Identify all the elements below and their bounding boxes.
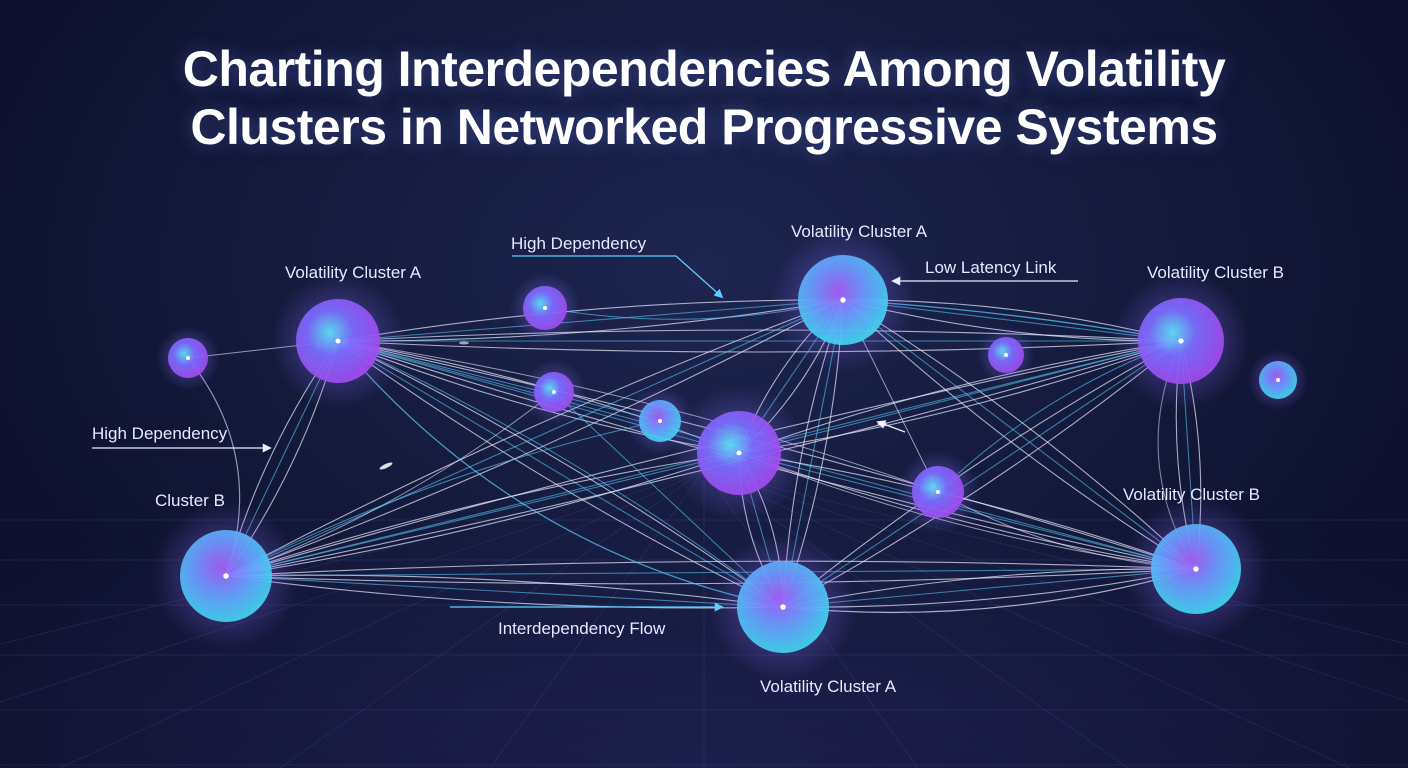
dependency-link (337, 329, 1182, 342)
label-volatility-cluster-a-left: Volatility Cluster A (285, 263, 422, 282)
dependency-link (337, 340, 1182, 353)
label-low-latency-link: Low Latency Link (925, 258, 1057, 277)
dependency-link (225, 299, 844, 577)
label-volatility-cluster-b-lower-right: Volatility Cluster B (1123, 485, 1260, 504)
label-interdependency-flow: Interdependency Flow (498, 619, 666, 638)
annotation-arrows (92, 255, 1078, 612)
dependency-link (225, 568, 1197, 577)
label-volatility-cluster-a-top: Volatility Cluster A (791, 222, 928, 241)
node-small-mid (626, 387, 694, 455)
dependency-link (225, 575, 784, 608)
arrow-high-dependency-top (512, 255, 724, 299)
dependency-link (337, 340, 784, 608)
sparkles (379, 341, 887, 470)
dependency-link (225, 568, 1197, 585)
dependency-link (225, 560, 1197, 577)
node-small-mid-left (522, 360, 586, 424)
title-line-2: Clusters in Networked Progressive System… (190, 99, 1218, 155)
label-high-dependency-top: High Dependency (511, 234, 647, 253)
dependency-link (225, 299, 844, 577)
dependency-link (337, 299, 844, 342)
node-small-far-right (1247, 349, 1309, 411)
label-cluster-b: Cluster B (155, 491, 225, 510)
diagram-labels: Volatility Cluster A High Dependency Vol… (92, 222, 1284, 696)
node-center (671, 385, 807, 521)
node-bottom-a (709, 533, 857, 681)
label-volatility-cluster-a-bottom: Volatility Cluster A (760, 677, 897, 696)
node-small-mid-right (896, 450, 980, 534)
node-small-right (977, 326, 1035, 384)
dependency-link (225, 299, 844, 577)
node-top-a (771, 228, 915, 372)
label-volatility-cluster-b-right: Volatility Cluster B (1147, 263, 1284, 282)
node-bottom-right-b (1124, 497, 1268, 641)
node-small-far-left (156, 326, 220, 390)
cluster-nodes (152, 228, 1309, 681)
label-high-dependency-left: High Dependency (92, 424, 228, 443)
title-line-1: Charting Interdependencies Among Volatil… (182, 41, 1226, 97)
node-right-b (1112, 272, 1250, 410)
dependency-link (225, 575, 784, 609)
node-left-a (270, 273, 406, 409)
node-bottom-left-b (152, 502, 300, 650)
page-title: Charting Interdependencies Among Volatil… (0, 40, 1408, 156)
node-small-top (509, 272, 581, 344)
